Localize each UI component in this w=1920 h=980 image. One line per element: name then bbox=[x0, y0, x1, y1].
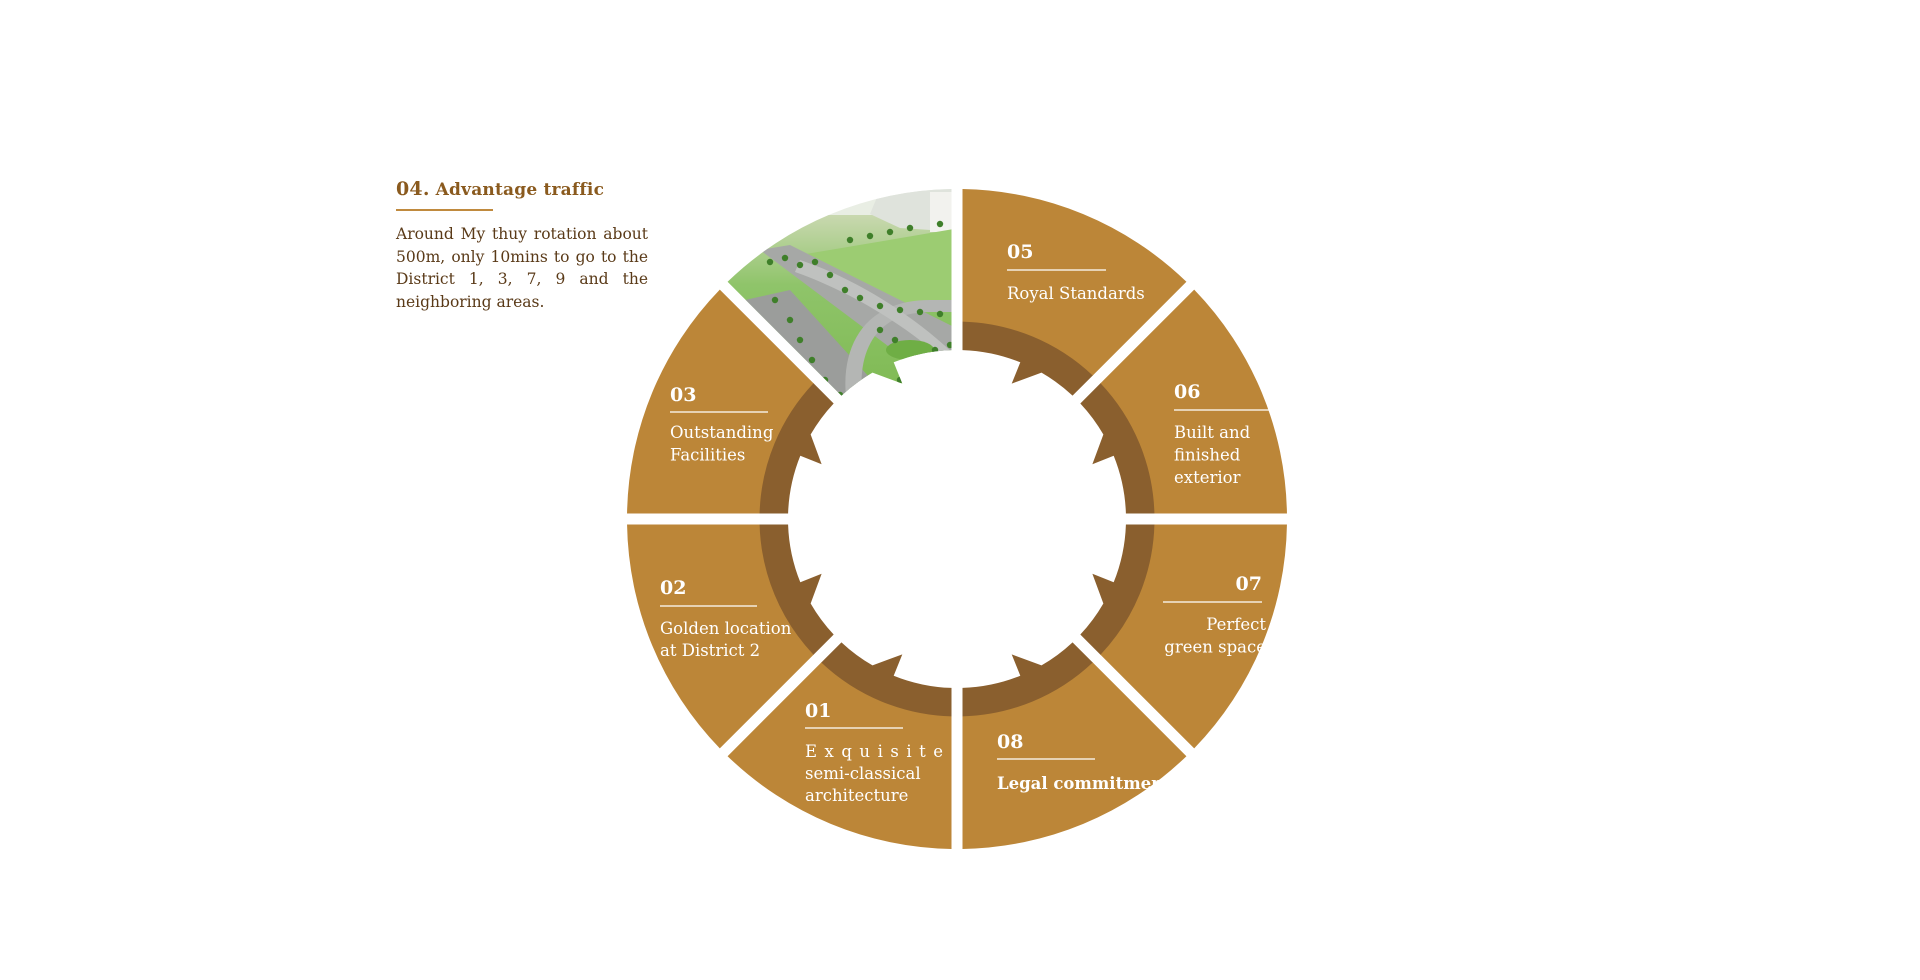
segment-02-arrow-band bbox=[759, 524, 834, 655]
photo-tree bbox=[876, 326, 884, 334]
photo-tree bbox=[896, 376, 904, 384]
info-title-underline bbox=[396, 209, 493, 211]
photo-tree bbox=[766, 258, 774, 266]
segment-description-line: exterior bbox=[1174, 468, 1241, 487]
segment-number: 03 bbox=[670, 384, 696, 406]
segment-description-line: E x q u i s i t e bbox=[805, 742, 943, 761]
photo-tree bbox=[841, 286, 849, 294]
photo-tree bbox=[891, 336, 899, 344]
segment-number: 05 bbox=[1007, 241, 1033, 263]
photo-tree bbox=[931, 346, 939, 354]
photo-tree bbox=[811, 258, 819, 266]
photo-tree bbox=[921, 368, 929, 376]
photo-overpass-ramp bbox=[845, 300, 952, 396]
photo-tree bbox=[821, 376, 829, 384]
photo-roundabout-lawn bbox=[886, 340, 934, 360]
segment-number: 06 bbox=[1174, 381, 1200, 403]
photo-tree bbox=[866, 232, 874, 240]
segment-02[interactable] bbox=[627, 524, 814, 749]
segment-07-arrow-band bbox=[1080, 524, 1155, 655]
photo-tree bbox=[846, 236, 854, 244]
photo-overpass bbox=[795, 260, 952, 375]
segment-description-line: Golden location bbox=[660, 619, 792, 638]
photo-tree bbox=[771, 296, 779, 304]
segment-description-line: Facilities bbox=[670, 446, 745, 465]
photo-tree bbox=[936, 310, 944, 318]
segment-description-line: finished bbox=[1174, 446, 1241, 465]
photo-tree bbox=[886, 228, 894, 236]
segment-01[interactable] bbox=[727, 662, 952, 849]
info-title: 04.Advantage traffic bbox=[396, 178, 648, 200]
photo-tree bbox=[946, 341, 952, 349]
photo-tree bbox=[808, 356, 816, 364]
photo-tree bbox=[876, 302, 884, 310]
segment-number: 02 bbox=[660, 577, 686, 599]
segment-07[interactable] bbox=[1100, 524, 1287, 749]
segment-06[interactable] bbox=[1100, 289, 1287, 514]
segment-01-arrow-band bbox=[821, 642, 952, 717]
info-title-text: Advantage traffic bbox=[435, 180, 605, 200]
segment-number: 07 bbox=[1236, 573, 1262, 595]
segment-05-arrow-band bbox=[962, 321, 1093, 396]
segment-description-line: architecture bbox=[805, 786, 908, 805]
photo-tree bbox=[786, 316, 794, 324]
segment-number: 08 bbox=[997, 731, 1023, 753]
segment-description-line: Built and bbox=[1174, 423, 1251, 442]
info-panel: 04.Advantage traffic Around My thuy rota… bbox=[396, 178, 648, 313]
photo-tower bbox=[930, 192, 952, 232]
segment-description-line: green space bbox=[1164, 638, 1266, 657]
photo-tree bbox=[952, 219, 958, 225]
segment-description-line: Royal Standards bbox=[1007, 284, 1145, 303]
photo-tree bbox=[796, 336, 804, 344]
segment-01-label: 01 E x q u i s i t e semi-classical archite… bbox=[805, 700, 943, 805]
segment-03-arrow-band bbox=[759, 383, 834, 514]
segment-description-line: Legal commitment bbox=[997, 774, 1171, 793]
segment-description-line: Outstanding bbox=[670, 423, 774, 442]
photo-tree bbox=[856, 294, 864, 302]
photo-tree bbox=[916, 308, 924, 316]
segment-description-line: at District 2 bbox=[660, 641, 760, 660]
segment-06-arrow-band bbox=[1080, 383, 1155, 514]
segment-05[interactable] bbox=[962, 189, 1187, 376]
info-description: Around My thuy rotation about 500m, only… bbox=[396, 225, 648, 311]
segment-number: 01 bbox=[805, 700, 831, 722]
photo-tree bbox=[796, 261, 804, 269]
segment-03[interactable] bbox=[627, 289, 814, 514]
photo-tree bbox=[781, 254, 789, 262]
info-number: 04. bbox=[396, 178, 430, 200]
photo-tree bbox=[826, 271, 834, 279]
photo-tree bbox=[906, 224, 914, 232]
segment-08-arrow-band bbox=[962, 642, 1093, 717]
photo-tree bbox=[936, 220, 944, 228]
photo-tree bbox=[836, 391, 844, 396]
segment-08[interactable] bbox=[962, 662, 1187, 849]
segment-description-line: semi-classical bbox=[805, 764, 921, 783]
segment-description-line: Perfect bbox=[1206, 615, 1266, 634]
photo-tree bbox=[876, 391, 884, 396]
photo-tree bbox=[896, 306, 904, 314]
